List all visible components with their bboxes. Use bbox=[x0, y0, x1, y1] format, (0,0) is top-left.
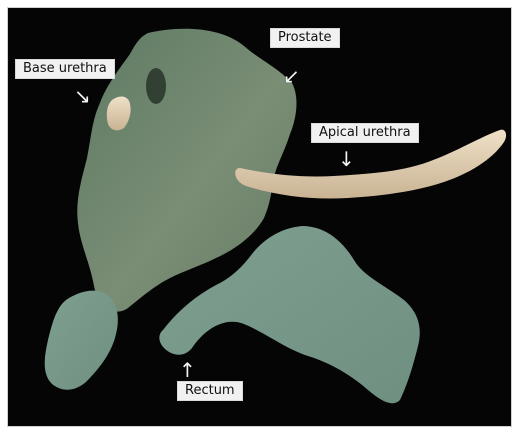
prostate-arrow-icon: ↙ bbox=[283, 66, 300, 86]
rectum-left-fragment bbox=[45, 291, 118, 390]
rectum-arrow-icon: ↑ bbox=[179, 360, 196, 380]
anatomy-render: Prostate ↙ Base urethra ↘ Apical urethra… bbox=[8, 8, 511, 426]
apical-urethra-arrow-icon: ↓ bbox=[338, 149, 355, 169]
apical-urethra-label: Apical urethra bbox=[311, 123, 419, 143]
base-urethra-arrow-icon: ↘ bbox=[74, 86, 91, 106]
rectum-label: Rectum bbox=[177, 381, 243, 401]
prostate-shadow bbox=[146, 68, 166, 104]
base-urethra-label: Base urethra bbox=[15, 59, 115, 79]
prostate-label: Prostate bbox=[270, 28, 340, 48]
